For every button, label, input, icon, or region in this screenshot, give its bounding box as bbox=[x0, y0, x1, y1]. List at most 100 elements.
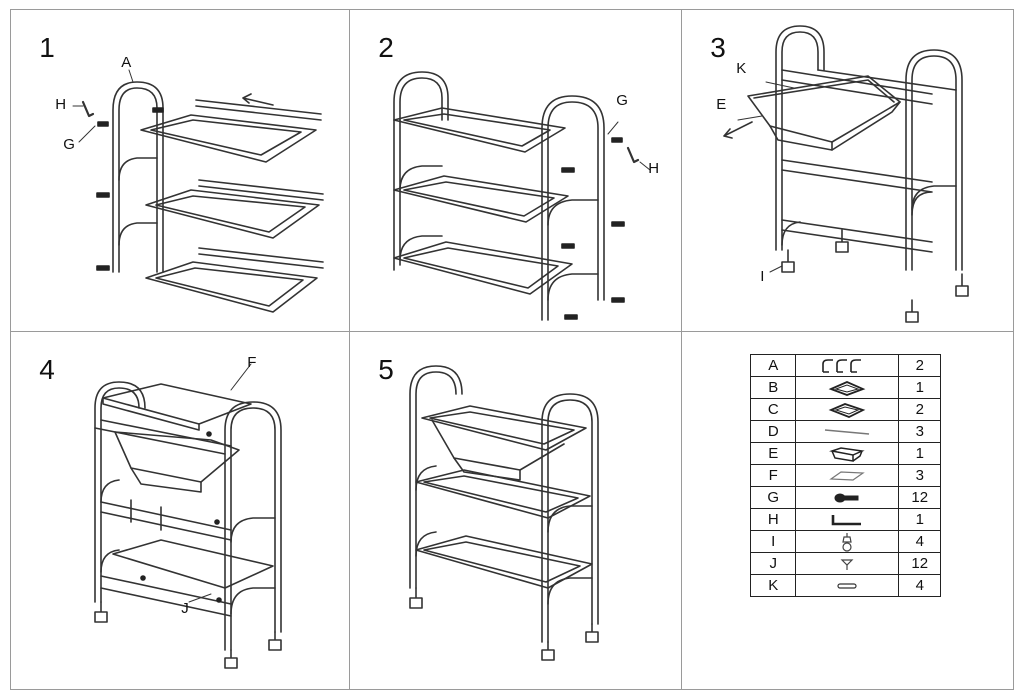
small-screws-part bbox=[140, 431, 223, 604]
part-picture bbox=[795, 376, 900, 400]
parts-row: G 12 bbox=[750, 486, 942, 510]
part-letter: E bbox=[750, 442, 797, 466]
part-picture bbox=[795, 354, 900, 378]
step-5-drawing bbox=[409, 365, 600, 662]
callout-g: G bbox=[616, 92, 628, 110]
middle-shelf bbox=[415, 469, 592, 520]
callout-j: J bbox=[181, 600, 189, 618]
part-letter: H bbox=[750, 508, 797, 532]
screws-part bbox=[561, 137, 626, 321]
callout-e: E bbox=[716, 96, 727, 114]
part-picture bbox=[795, 552, 900, 576]
step-4-drawing bbox=[94, 363, 283, 670]
small-screw-icon bbox=[840, 559, 854, 570]
bottom-shelf bbox=[415, 535, 594, 590]
step-2-drawing bbox=[393, 71, 651, 322]
side-frame-part bbox=[118, 87, 159, 274]
step-2-panel: 2 bbox=[349, 9, 683, 333]
part-picture bbox=[795, 464, 900, 488]
middle-shelf-part bbox=[145, 189, 321, 240]
part-quantity: 1 bbox=[898, 442, 942, 466]
part-picture bbox=[795, 442, 900, 466]
part-letter: I bbox=[750, 530, 797, 554]
part-picture bbox=[795, 574, 900, 598]
part-letter: J bbox=[750, 552, 797, 576]
part-letter: F bbox=[750, 464, 797, 488]
part-quantity: 1 bbox=[898, 376, 942, 400]
basin-part bbox=[747, 75, 902, 144]
step-number: 4 bbox=[39, 354, 55, 386]
step-number: 3 bbox=[710, 32, 726, 64]
callout-g: G bbox=[63, 136, 75, 154]
part-quantity: 2 bbox=[898, 398, 942, 422]
direction-arrow bbox=[723, 121, 754, 140]
side-frame-icon bbox=[822, 358, 862, 373]
part-letter: K bbox=[750, 574, 797, 598]
tray-frame-icon bbox=[828, 402, 866, 418]
part-quantity: 1 bbox=[898, 508, 942, 532]
step-number: 2 bbox=[378, 32, 394, 64]
part-quantity: 4 bbox=[898, 530, 942, 554]
panel-icon bbox=[829, 471, 866, 481]
part-picture bbox=[795, 398, 900, 422]
back-frame bbox=[415, 371, 458, 590]
spacer-icon bbox=[837, 583, 857, 589]
part-letter: A bbox=[750, 354, 797, 378]
part-picture bbox=[795, 420, 900, 444]
caster-wheel-icon bbox=[842, 532, 852, 552]
bottom-shelf-part bbox=[393, 241, 574, 296]
part-letter: C bbox=[750, 398, 797, 422]
step-5-panel: 5 bbox=[349, 331, 683, 690]
callout-h: H bbox=[55, 96, 67, 114]
step-3-panel: 3 bbox=[681, 9, 1014, 333]
part-picture bbox=[795, 486, 900, 510]
top-shelf-part bbox=[393, 107, 567, 154]
part-quantity: 12 bbox=[898, 552, 942, 576]
side-frame-part bbox=[547, 101, 600, 322]
part-letter: G bbox=[750, 486, 797, 510]
basin-icon bbox=[829, 446, 865, 462]
middle-shelf-part bbox=[393, 175, 570, 224]
caster-wheels-part bbox=[409, 587, 600, 662]
hex-key-part bbox=[627, 147, 640, 164]
screw-icon bbox=[834, 493, 859, 503]
step-number: 1 bbox=[39, 32, 55, 64]
basin bbox=[431, 419, 566, 472]
part-quantity: 2 bbox=[898, 354, 942, 378]
callout-f: F bbox=[247, 354, 257, 372]
callout-i: I bbox=[760, 268, 765, 286]
front-frame bbox=[547, 399, 594, 644]
basin-part bbox=[114, 431, 241, 484]
part-letter: D bbox=[750, 420, 797, 444]
step-1-drawing bbox=[72, 69, 325, 314]
bottom-shelf-part bbox=[145, 261, 319, 314]
callout-k: K bbox=[736, 60, 747, 78]
top-shelf-part bbox=[140, 114, 318, 164]
top-shelf bbox=[421, 405, 588, 452]
caster-wheels-part bbox=[94, 601, 283, 670]
part-quantity: 12 bbox=[898, 486, 942, 510]
rod-icon bbox=[825, 428, 870, 435]
part-quantity: 4 bbox=[898, 574, 942, 598]
callout-h: H bbox=[648, 160, 660, 178]
panel-part bbox=[102, 383, 253, 426]
step-3-drawing bbox=[723, 25, 970, 324]
parts-row: J 12 bbox=[750, 552, 942, 576]
step-1-panel: 1 bbox=[10, 9, 351, 333]
part-letter: B bbox=[750, 376, 797, 400]
caster-wheels-part bbox=[781, 229, 970, 324]
screws-part bbox=[96, 107, 165, 272]
step-number: 5 bbox=[378, 354, 394, 386]
callout-a: A bbox=[121, 54, 132, 72]
rod-part bbox=[195, 99, 323, 116]
part-quantity: 3 bbox=[898, 464, 942, 488]
part-quantity: 3 bbox=[898, 420, 942, 444]
